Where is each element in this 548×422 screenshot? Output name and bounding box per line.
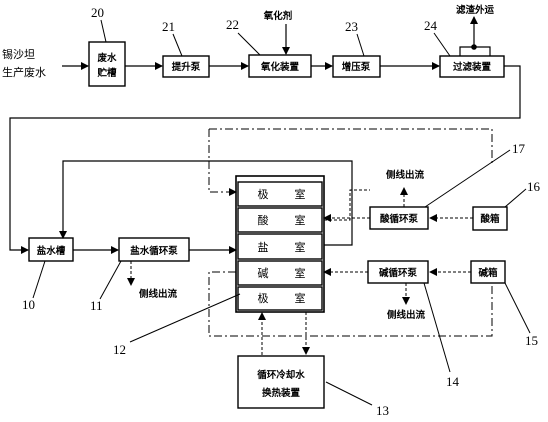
chamber-electrode-bottom: 极 室 (258, 291, 306, 305)
filter-device-box: 过滤装置 (439, 55, 505, 78)
svg-text:碱箱: 碱箱 (478, 267, 498, 279)
cooling-exchanger-box: 循环冷却水 换热装置 (237, 355, 325, 409)
label-15: 15 (525, 333, 538, 348)
oxidant-label: 氧化剂 (263, 10, 293, 22)
alkali-side-outlet: 侧线出流 (387, 309, 426, 321)
svg-text:酸: 酸 (258, 213, 269, 227)
label-12: 12 (113, 342, 126, 357)
electrodialysis-stack: 极 室 酸 室 盐 室 碱 室 极 室 (235, 175, 325, 313)
chamber-electrode-top: 极 室 (258, 187, 306, 201)
svg-text:氧化装置: 氧化装置 (260, 61, 300, 73)
brine-circ-pump-box: 盐水循环泵 (118, 237, 190, 262)
label-20: 20 (91, 5, 104, 20)
lift-pump-box: 提升泵 (162, 55, 210, 78)
acid-side-outlet: 侧线出流 (386, 169, 425, 181)
label-21: 21 (162, 19, 175, 34)
svg-text:换热装置: 换热装置 (262, 387, 301, 399)
svg-text:室: 室 (295, 187, 306, 201)
svg-text:室: 室 (295, 213, 306, 227)
svg-text:贮槽: 贮槽 (96, 67, 117, 79)
svg-text:酸箱: 酸箱 (480, 213, 500, 225)
svg-text:盐: 盐 (258, 241, 269, 254)
oxidation-device-box: 氧化装置 (248, 54, 312, 78)
label-14: 14 (446, 374, 460, 389)
brine-return-line (59, 160, 353, 246)
label-23: 23 (345, 19, 358, 34)
alkali-tank-box: 碱箱 (470, 260, 506, 284)
svg-text:酸循环泵: 酸循环泵 (380, 213, 419, 225)
acid-tank-box: 酸箱 (472, 206, 508, 231)
svg-text:锡沙坦: 锡沙坦 (2, 47, 35, 61)
svg-text:室: 室 (295, 266, 306, 280)
brine-tank-box: 盐水槽 (28, 237, 74, 262)
svg-text:碱: 碱 (258, 267, 269, 280)
svg-text:室: 室 (295, 240, 306, 254)
return-line-filter-to-brine (9, 65, 521, 254)
svg-text:循环冷却水: 循环冷却水 (257, 369, 305, 381)
svg-text:提升泵: 提升泵 (172, 61, 201, 73)
svg-text:室: 室 (295, 291, 306, 305)
svg-text:过滤装置: 过滤装置 (453, 61, 492, 73)
svg-text:极: 极 (258, 187, 269, 201)
wastewater-tank-box: 废水 贮槽 (88, 41, 126, 87)
svg-text:生产废水: 生产废水 (2, 65, 46, 79)
label-13: 13 (376, 403, 389, 418)
label-11: 11 (90, 298, 103, 313)
svg-text:盐水槽: 盐水槽 (37, 245, 66, 257)
chamber-acid: 酸 室 (258, 213, 306, 227)
svg-text:盐水循环泵: 盐水循环泵 (130, 245, 178, 257)
svg-text:增压泵: 增压泵 (342, 61, 371, 73)
svg-text:极: 极 (258, 291, 269, 305)
booster-pump-box: 增压泵 (332, 55, 381, 78)
brine-side-outlet: 侧线出流 (139, 288, 178, 300)
label-17: 17 (512, 141, 526, 156)
label-22: 22 (226, 17, 239, 32)
svg-text:碱循环泵: 碱循环泵 (379, 267, 418, 279)
source-label: 锡沙坦 生产废水 (2, 47, 46, 79)
alkali-circ-pump-box: 碱循环泵 (367, 260, 429, 284)
chamber-alkali: 碱 室 (258, 266, 306, 280)
filter-waste-label: 滤渣外运 (456, 4, 495, 16)
svg-text:废水: 废水 (97, 52, 117, 64)
label-16: 16 (527, 179, 541, 194)
chamber-salt: 盐 室 (258, 240, 306, 254)
label-24: 24 (424, 18, 438, 33)
label-10: 10 (22, 297, 35, 312)
acid-circ-pump-box: 酸循环泵 (369, 206, 429, 230)
